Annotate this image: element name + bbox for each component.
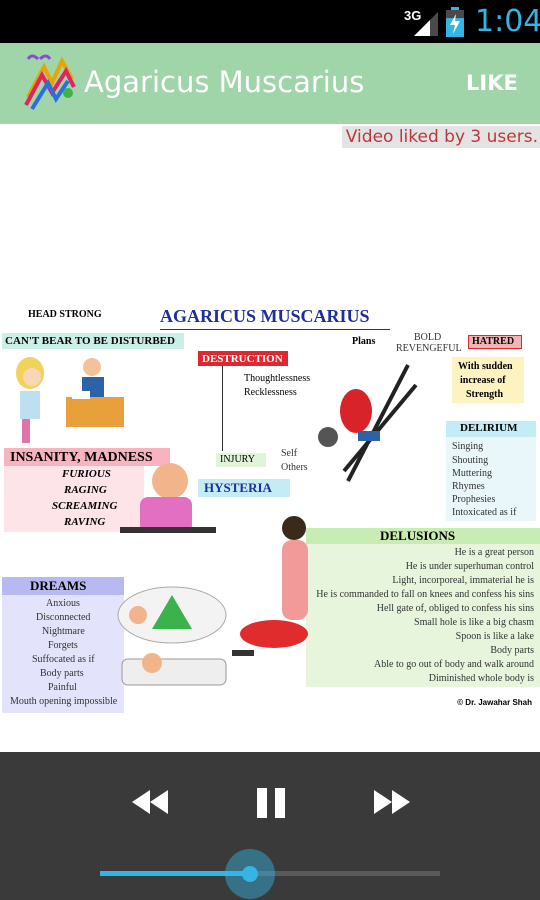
destruction-item-0: Thoughtlessness xyxy=(244,373,311,384)
angry-man-cartoon xyxy=(120,463,216,533)
status-bar: 3G 1:04 xyxy=(0,0,540,43)
dreams-label: DREAMS xyxy=(30,578,87,593)
head-strong-label: HEAD STRONG xyxy=(28,309,102,320)
revengeful-label: REVENGEFUL xyxy=(396,343,462,354)
dream-item-7: Mouth opening impossible xyxy=(10,696,118,707)
seek-progress xyxy=(100,871,250,876)
destruction-line xyxy=(222,366,223,451)
hysteria-box xyxy=(198,479,290,497)
dream-item-2: Nightmare xyxy=(42,626,85,637)
insanity-item-0: FURIOUS xyxy=(62,468,111,480)
delirium-item-2: Muttering xyxy=(452,468,492,479)
signal-icon xyxy=(414,12,438,36)
dream-item-6: Painful xyxy=(48,682,77,693)
dreamer-cartoon xyxy=(117,586,227,686)
delusions-list-bg xyxy=(306,544,540,687)
bold-label: BOLD xyxy=(414,332,442,343)
hatred-label: HATRED xyxy=(472,336,515,347)
kneeling-woman-cartoon xyxy=(232,516,308,656)
delusions-label: DELUSIONS xyxy=(380,528,456,543)
delusion-item-7: Body parts xyxy=(490,645,534,656)
dreams-list-bg xyxy=(2,595,124,713)
delirium-list-bg xyxy=(446,437,536,521)
insanity-label: INSANITY, MADNESS xyxy=(10,450,153,465)
delirium-item-3: Rhymes xyxy=(452,481,485,492)
title-underline xyxy=(160,329,390,330)
seek-thumb[interactable] xyxy=(224,849,275,899)
delusion-item-4: Hell gate of, obliged to confess his sin… xyxy=(376,603,534,614)
cant-bear-label: CAN'T BEAR TO BE DISTURBED xyxy=(5,335,175,347)
media-controls xyxy=(0,752,540,900)
rewind-button[interactable] xyxy=(130,790,170,814)
dreams-box xyxy=(2,577,124,595)
app-logo-icon xyxy=(24,54,76,111)
battery-icon xyxy=(446,7,464,37)
strength-box xyxy=(452,357,524,403)
video-frame[interactable]: AGARICUS MUSCARIUS HEAD STRONG CAN'T BEA… xyxy=(0,305,540,715)
injury-box xyxy=(216,453,266,467)
dream-item-0: Anxious xyxy=(46,598,80,609)
pause-button[interactable] xyxy=(255,788,287,818)
others-label: Others xyxy=(281,462,308,473)
network-type: 3G xyxy=(404,8,422,23)
app-title: Agaricus Muscarius xyxy=(84,65,365,99)
seek-bar[interactable] xyxy=(100,871,440,876)
dream-item-1: Disconnected xyxy=(36,612,91,623)
injury-label: INJURY xyxy=(220,454,256,465)
clock: 1:04 xyxy=(475,4,540,39)
like-button[interactable]: LIKE xyxy=(466,71,518,95)
dream-item-3: Forgets xyxy=(48,640,78,651)
insanity-item-2: SCREAMING xyxy=(52,500,118,512)
delusion-item-3: He is commanded to fall on knees and con… xyxy=(316,589,534,600)
strength-line-0: With sudden xyxy=(458,361,513,372)
poster-title: AGARICUS MUSCARIUS xyxy=(160,306,370,326)
delusion-item-5: Small hole is like a big chasm xyxy=(414,617,534,628)
insanity-item-1: RAGING xyxy=(64,484,107,496)
destruction-label: DESTRUCTION xyxy=(202,353,283,365)
office-cartoon xyxy=(16,357,124,443)
delusion-item-8: Able to go out of body and walk around xyxy=(374,659,534,670)
plans-label: Plans xyxy=(352,336,376,347)
action-bar: Agaricus Muscarius LIKE xyxy=(0,43,540,124)
hysteria-label: HYSTERIA xyxy=(204,480,272,495)
delusion-item-6: Spoon is like a lake xyxy=(455,631,534,642)
self-label: Self xyxy=(281,448,298,459)
dream-item-5: Body parts xyxy=(40,668,84,679)
delirium-item-0: Singing xyxy=(452,441,484,452)
delirium-item-4: Prophesies xyxy=(452,494,496,505)
delusion-item-9: Diminished whole body is xyxy=(428,673,534,684)
destruction-item-1: Recklessness xyxy=(244,387,297,398)
cant-bear-box xyxy=(2,333,184,349)
delirium-label: DELIRIUM xyxy=(460,422,518,434)
delirium-item-1: Shouting xyxy=(452,455,489,466)
poster-credit: © Dr. Jawahar Shah xyxy=(457,698,532,707)
delusions-box xyxy=(306,528,540,544)
strength-line-2: Strength xyxy=(466,389,504,400)
fast-forward-button[interactable] xyxy=(372,790,412,814)
delirium-item-5: Intoxicated as if xyxy=(452,507,517,518)
delusion-item-0: He is a great person xyxy=(454,547,534,558)
delirium-box xyxy=(446,421,536,437)
insanity-list-bg xyxy=(4,466,144,532)
strength-line-1: increase of xyxy=(460,375,506,386)
insanity-box xyxy=(4,448,170,466)
delusion-item-1: He is under superhuman control xyxy=(405,561,534,572)
dream-item-4: Suffocated as if xyxy=(32,654,95,665)
skier-cartoon xyxy=(318,364,418,482)
like-count-text: Video liked by 3 users. xyxy=(341,126,540,148)
destruction-box xyxy=(198,351,288,366)
insanity-item-3: RAVING xyxy=(64,516,106,528)
hatred-box xyxy=(468,335,522,349)
delusion-item-2: Light, incorporeal, immaterial he is xyxy=(392,575,534,586)
